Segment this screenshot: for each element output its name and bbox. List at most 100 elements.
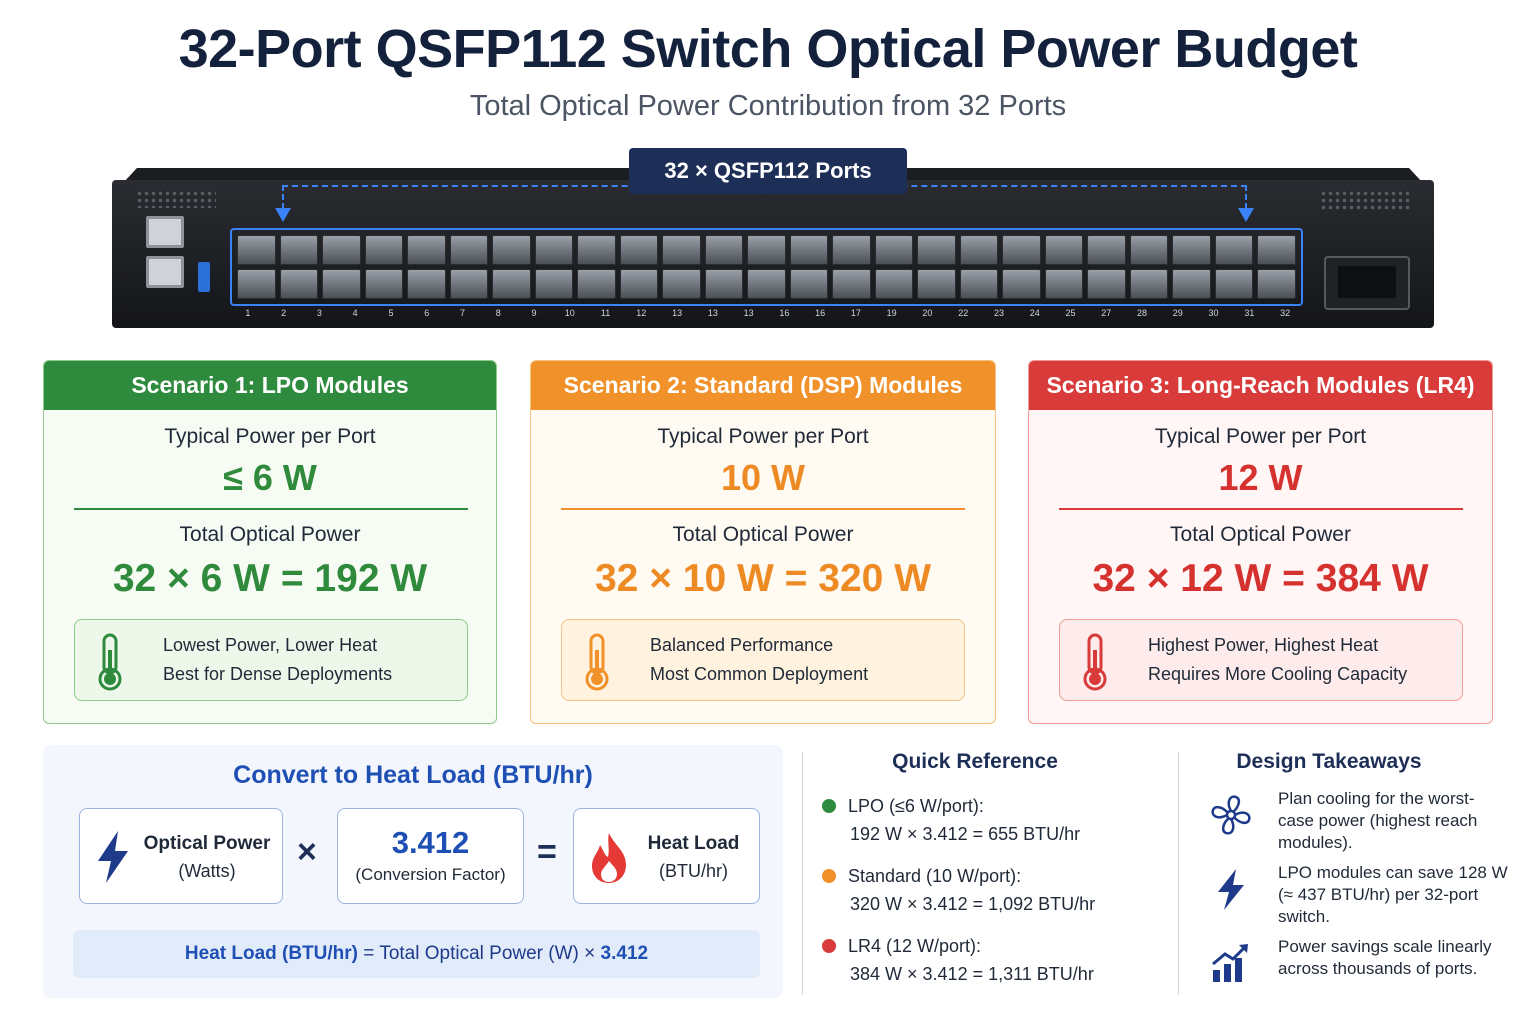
qsfp-port-cage (534, 235, 574, 265)
growth-chart-icon (1212, 944, 1248, 982)
heat-load-tile: Heat Load (BTU/hr) (573, 808, 760, 904)
qsfp-port-area (230, 228, 1303, 306)
scenario-card-standard: Scenario 2: Standard (DSP) Modules Typic… (530, 360, 996, 724)
qsfp-port-cage (449, 269, 489, 299)
port-number: 2 (281, 308, 287, 318)
design-takeaways-title: Design Takeaways (1236, 750, 1422, 773)
qsfp-port-cage (1129, 269, 1169, 299)
heat-load-unit: (BTU/hr) (659, 861, 728, 881)
scenario-header: Scenario 3: Long-Reach Modules (LR4) (1029, 361, 1492, 410)
qsfp-port-cage (492, 269, 531, 299)
port-number: 12 (636, 308, 647, 318)
port-number: 8 (495, 308, 501, 318)
port-number: 32 (1280, 308, 1291, 318)
qsfp-port-cage (577, 235, 616, 265)
qsfp-port-cage (1087, 235, 1126, 265)
port-number: 30 (1208, 308, 1219, 318)
qsfp-port-cage (832, 269, 871, 299)
qr-label: LR4 (12 W/port): (848, 936, 982, 956)
takeaway-text: LPO modules can save 128 W (≈ 437 BTU/hr… (1278, 863, 1508, 926)
takeaway-text: Plan cooling for the worst-case power (h… (1278, 789, 1478, 852)
port-number: 19 (886, 308, 897, 318)
usb-port (198, 262, 210, 292)
port-number: 16 (815, 308, 826, 318)
formula-lhs: Heat Load (BTU/hr) (184, 943, 359, 964)
qsfp-port-cage (237, 235, 276, 265)
quick-reference-item-lpo: LPO (≤6 W/port): 192 W × 3.412 = 655 BTU… (822, 792, 1080, 848)
status-dot (822, 869, 836, 883)
qsfp-port-cage (662, 235, 701, 265)
formula-factor: 3.412 (600, 943, 649, 964)
thermometer-icon (98, 633, 122, 691)
qsfp-port-cage (279, 235, 319, 265)
port-number: 28 (1137, 308, 1148, 318)
port-number: 24 (1029, 308, 1040, 318)
note-line-1: Balanced Performance (650, 635, 834, 655)
qsfp-port-cage (449, 235, 489, 265)
qsfp-port-cage (577, 269, 616, 299)
port-number: 13 (743, 308, 754, 318)
port-number: 1 (245, 308, 251, 318)
total-label: Total Optical Power (672, 523, 854, 546)
takeaway-item: LPO modules can save 128 W (≈ 437 BTU/hr… (1208, 862, 1508, 928)
optical-power-unit: (Watts) (178, 861, 236, 881)
formula-mid: = Total Optical Power (W) × (358, 943, 601, 964)
note-line-2: Best for Dense Deployments (163, 664, 393, 684)
qsfp-port-cage (407, 269, 446, 299)
qsfp-port-cage (1129, 235, 1169, 265)
qsfp-port-cage (917, 269, 956, 299)
qsfp-port-cage (832, 235, 871, 265)
qsfp-port-cage (917, 235, 956, 265)
takeaway-text: Power savings scale linearly across thou… (1278, 937, 1492, 978)
qsfp-port-cage (492, 235, 531, 265)
qsfp-port-cage (364, 269, 404, 299)
port-number: 27 (1101, 308, 1112, 318)
quick-reference-title: Quick Reference (892, 750, 1058, 773)
port-number: 7 (459, 308, 465, 318)
optical-power-label: Optical Power (143, 833, 271, 854)
multiply-sign: × (297, 833, 317, 871)
conversion-factor-tile: 3.412 (Conversion Factor) (337, 808, 524, 904)
divider (74, 508, 468, 510)
port-number: 20 (922, 308, 933, 318)
separator (802, 752, 803, 995)
per-port-value: 10 W (720, 457, 806, 498)
qsfp-port-cage (1172, 269, 1211, 299)
port-number: 13 (672, 308, 683, 318)
quick-reference-item-standard: Standard (10 W/port): 320 W × 3.412 = 1,… (822, 862, 1095, 918)
conversion-title: Convert to Heat Load (BTU/hr) (233, 761, 593, 789)
optical-power-tile: Optical Power (Watts) (79, 808, 283, 904)
qsfp-port-cage (1002, 269, 1041, 299)
qsfp-port-cage (959, 269, 999, 299)
vent-grille-left (136, 190, 216, 208)
heat-load-label: Heat Load (647, 833, 740, 854)
arrow-right-icon (1238, 208, 1254, 222)
port-number: 23 (993, 308, 1004, 318)
qsfp-port-cage (1044, 235, 1084, 265)
thermometer-icon (585, 633, 609, 691)
qr-calc: 192 W × 3.412 = 655 BTU/hr (850, 824, 1081, 844)
qsfp-port-cage (407, 235, 446, 265)
total-value: 32 × 10 W = 320 W (594, 557, 931, 600)
divider (561, 508, 965, 510)
port-number: 31 (1244, 308, 1255, 318)
qsfp-port-cage (789, 269, 829, 299)
qsfp-port-cage (789, 235, 829, 265)
separator (1178, 752, 1179, 995)
takeaway-item: Plan cooling for the worst-case power (h… (1208, 788, 1508, 854)
scenario-header: Scenario 1: LPO Modules (44, 361, 496, 410)
fan-icon (1211, 795, 1251, 835)
qsfp-port-cage (959, 235, 999, 265)
status-dot (822, 939, 836, 953)
conversion-factor-value: 3.412 (391, 825, 470, 860)
note-line-1: Highest Power, Highest Heat (1148, 635, 1379, 655)
rj45-port-2 (146, 256, 184, 288)
qsfp-port-cage (279, 269, 319, 299)
port-number: 5 (388, 308, 394, 318)
qsfp-port-cage (662, 269, 701, 299)
port-number: 16 (779, 308, 790, 318)
qsfp-port-cage (874, 269, 914, 299)
qsfp-port-cage (364, 235, 404, 265)
